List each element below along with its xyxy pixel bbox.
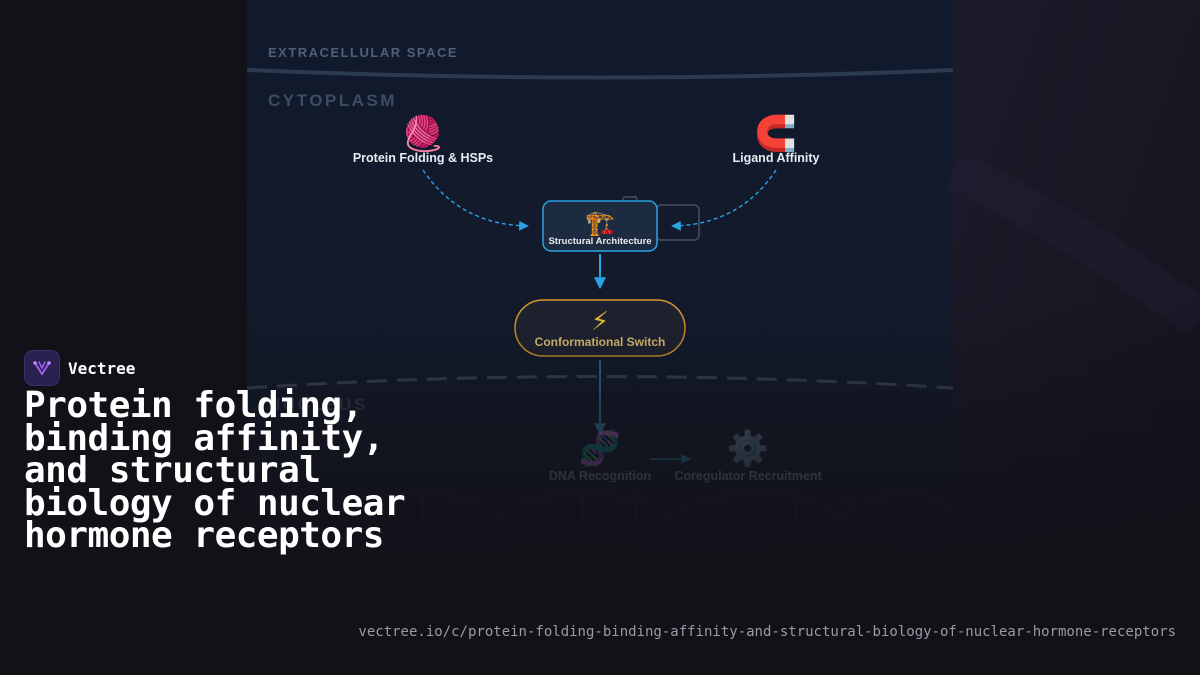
page-title: Protein folding, binding affinity, and s…	[24, 385, 406, 556]
dna-icon: 🧬	[579, 428, 621, 469]
node-label-coregulator-recruitment: Coregulator Recruitment	[674, 469, 822, 483]
node-label-ligand-affinity: Ligand Affinity	[732, 151, 819, 165]
region-label-cytoplasm: CYTOPLASM	[268, 91, 397, 110]
node-conformational-switch[interactable]: ⚡ Conformational Switch	[514, 299, 686, 357]
magnet-icon: 🧲	[755, 114, 797, 154]
node-label-protein-folding: Protein Folding & HSPs	[353, 151, 493, 165]
vectree-logo-icon	[24, 350, 60, 386]
page-url[interactable]: vectree.io/c/protein-folding-binding-aff…	[358, 624, 1176, 640]
node-label-conformational-switch: Conformational Switch	[535, 335, 666, 349]
brand[interactable]: Vectree	[24, 350, 135, 386]
region-label-extracellular: EXTRACELLULAR SPACE	[268, 45, 458, 60]
gear-icon: ⚙️	[727, 429, 769, 469]
node-label-dna-recognition: DNA Recognition	[549, 469, 651, 483]
node-label-structural-architecture: Structural Architecture	[548, 236, 651, 247]
brand-name: Vectree	[68, 358, 136, 378]
yarn-icon: 🧶	[402, 114, 444, 154]
lightning-icon: ⚡	[591, 307, 609, 337]
crane-icon: 🏗️	[585, 209, 615, 237]
